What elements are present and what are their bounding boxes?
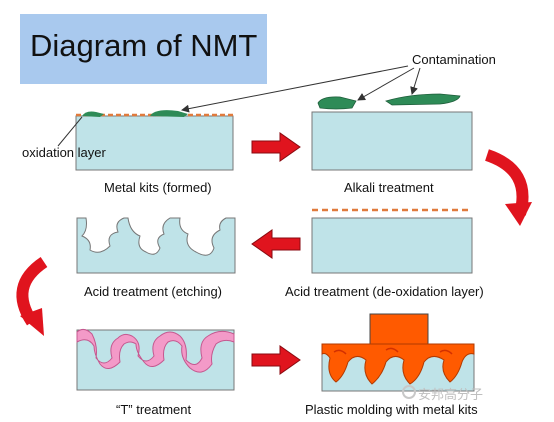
- diagram-title: Diagram of NMT: [30, 28, 258, 63]
- step-label-t-treatment: “T” treatment: [116, 402, 192, 417]
- arrow-step3-to-step4: [251, 229, 301, 259]
- step-label-alkali: Alkali treatment: [344, 180, 434, 195]
- deoxidation-block: [311, 208, 473, 274]
- metal-kit-formed: [75, 110, 234, 171]
- etched-block: [76, 217, 236, 274]
- title-box: [20, 14, 267, 84]
- watermark-text: 安邦高分子: [418, 388, 484, 403]
- curved-arrow-step4-to-step5: [16, 257, 48, 336]
- step-label-metal-kits: Metal kits (formed): [104, 180, 212, 195]
- t-treatment-block: [76, 328, 235, 391]
- step-label-deoxidation: Acid treatment (de-oxidation layer): [285, 284, 484, 299]
- step-label-plastic-molding: Plastic molding with metal kits: [305, 402, 478, 417]
- oxidation-callout: [57, 116, 83, 147]
- alkali-treatment-block: [311, 93, 473, 171]
- arrow-step5-to-step6: [251, 345, 301, 375]
- oxidation-layer-label: oxidation layer: [22, 145, 106, 160]
- curved-arrow-step2-to-step3: [484, 149, 532, 226]
- plastic-molding-block: [321, 313, 475, 392]
- contamination-label: Contamination: [412, 52, 496, 67]
- watermark-icon: [402, 385, 416, 399]
- step-label-etching: Acid treatment (etching): [84, 284, 223, 299]
- arrow-step1-to-step2: [251, 132, 301, 162]
- contamination-callouts: [181, 65, 421, 113]
